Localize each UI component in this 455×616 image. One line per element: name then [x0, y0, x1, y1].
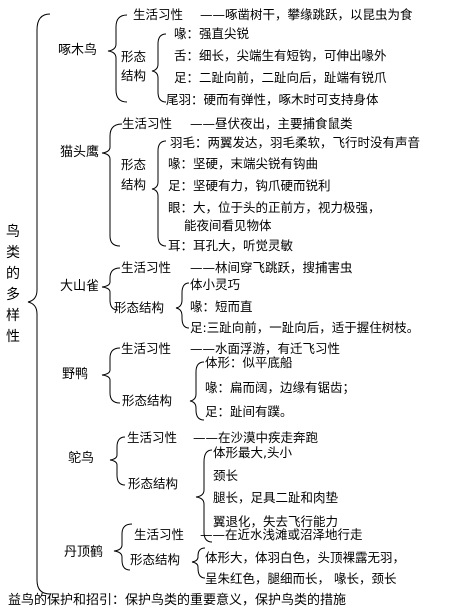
bird-dashanque: 大山雀 [60, 279, 100, 294]
brace-tuoniao [109, 436, 126, 486]
brace-maotouying [101, 123, 123, 247]
trait-zhuomuniao: 足：二趾向前，二趾向后，趾端有锐爪 [174, 70, 387, 85]
trait-yeya: 体形：似平底船 [205, 355, 293, 370]
trait-yeya: 足：趾间有蹼。 [205, 404, 293, 419]
trait-tuoniao: 体形最大,头小 [213, 445, 292, 460]
form-label-maotouying-1: 形态 [121, 157, 147, 172]
trait-tuoniao: 翼退化，失去飞行能力 [213, 514, 339, 529]
trait-dashanque: 体小灵巧 [190, 277, 241, 292]
habit-label-yeya: 生活习性 [121, 341, 172, 356]
brace-dashanque-form [175, 282, 190, 329]
trait-dashanque: 喙：短而直 [190, 299, 253, 314]
trait-tuoniao: 腿长，足具二趾和肉垫 [213, 490, 339, 505]
trait-dandinghe: 体形大，体羽白色，头顶裸露无羽， [205, 550, 406, 565]
form-label-zhuomuniao-2: 结构 [121, 68, 147, 83]
habit-label-zhuomuniao: 生活习性 [133, 7, 184, 22]
trait-maotouying: 耳：耳孔大，听觉灵敏 [168, 238, 294, 253]
habit-label-dashanque: 生活习性 [121, 260, 172, 275]
brace-dandinghe [113, 523, 133, 571]
root-brace [27, 13, 51, 595]
form-label-dandinghe: 形态结构 [130, 552, 181, 567]
trait-zhuomuniao: 尾羽：硬而有弹性，啄木时可支持身体 [166, 92, 379, 107]
habit-yeya: ——水面浮游，有迁飞习性 [190, 341, 341, 356]
bird-dandinghe: 丹顶鹤 [64, 545, 104, 560]
bird-maotouying: 猫头鹰 [60, 145, 100, 160]
bird-yeya: 野鸭 [62, 367, 89, 382]
trait-maotouying: 能夜间看见物体 [184, 218, 272, 233]
form-label-yeya: 形态结构 [122, 393, 173, 408]
habit-maotouying: ——昼伏夜出，主要捕食鼠类 [190, 116, 353, 131]
brace-dashanque [101, 267, 121, 311]
trait-zhuomuniao: 喙：强直尖锐 [174, 26, 250, 41]
trait-yeya: 喙：扁而阔，边缘有锯齿； [205, 380, 356, 395]
form-label-maotouying-2: 结构 [121, 177, 147, 192]
trait-dandinghe: 呈朱红色，腿细而长， 喙长，颈长 [205, 571, 397, 586]
bird-tuoniao: 鸵鸟 [68, 451, 95, 466]
trait-maotouying: 羽毛：两翼发达，羽毛柔软，飞行时没有声音 [170, 135, 421, 150]
habit-dandinghe: ——在近水浅滩或沼泽地行走 [200, 527, 363, 542]
trait-dashanque: 足:三趾向前，一趾向后，适于握住树枝。 [190, 320, 420, 335]
trait-tuoniao: 颈长 [213, 468, 239, 483]
trait-maotouying: 足：坚硬有力，钩爪硬而锐利 [168, 178, 331, 193]
habit-zhuomuniao: ——啄凿树干，攀缘跳跃，以昆虫为食 [200, 7, 413, 22]
form-label-dashanque: 形态结构 [114, 300, 165, 315]
brace-zhuomuniao [107, 14, 128, 103]
habit-dashanque: ——林间穿飞跳跃，搜捕害虫 [190, 260, 353, 275]
brace-tuoniao-form [195, 449, 213, 543]
habit-label-tuoniao: 生活习性 [127, 430, 178, 445]
brace-dandinghe-form [191, 547, 206, 579]
trait-maotouying: 眼：大，位于头的正前方，视力极强， [168, 200, 381, 215]
trait-maotouying: 喙：坚硬，末端尖锐有钩曲 [168, 156, 319, 171]
form-label-zhuomuniao-1: 形态 [121, 49, 147, 64]
brace-yeya-form [189, 361, 205, 421]
habit-tuoniao: ——在沙漠中疾走奔跑 [193, 430, 319, 445]
form-label-tuoniao: 形态结构 [128, 476, 179, 491]
root-label: 鸟类的多样性 [6, 224, 20, 345]
bird-zhuomuniao: 啄木鸟 [58, 43, 98, 58]
brace-zhuomuniao-form [151, 33, 167, 103]
footer-note: 益鸟的保护和招引：保护鸟类的重要意义，保护鸟类的措施 [8, 593, 347, 608]
trait-zhuomuniao: 舌：细长，尖端生有短钩，可伸出喙外 [174, 48, 387, 63]
brace-maotouying-form [151, 140, 167, 247]
habit-label-maotouying: 生活习性 [122, 116, 173, 131]
habit-label-dandinghe: 生活习性 [134, 527, 185, 542]
brace-yeya [101, 347, 121, 404]
